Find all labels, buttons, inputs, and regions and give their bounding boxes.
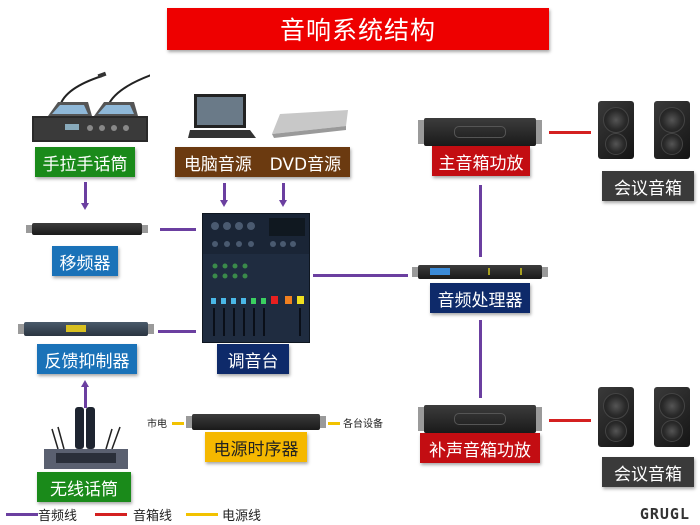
legend-swatch-power [186, 513, 219, 516]
audio-line [282, 183, 285, 201]
audio-line [313, 274, 408, 277]
mixer-device [202, 213, 310, 343]
speakers-top-label: 会议音箱 [602, 171, 694, 201]
gooseneck-mic-icon [32, 71, 155, 142]
legend-swatch-speaker [95, 513, 128, 516]
laptop-device [188, 92, 258, 140]
fill-amp-label: 补声音箱功放 [420, 433, 540, 463]
feedback-suppressor-label: 反馈抑制器 [37, 344, 137, 374]
feedback-suppressor-device [18, 322, 154, 336]
audio-line [158, 330, 196, 333]
legend-label-power: 电源线 [222, 509, 262, 524]
legend-label-speaker: 音箱线 [133, 509, 173, 524]
speaker-cone-icon [603, 393, 629, 419]
audio-line [84, 182, 87, 204]
mixer-console-icon [203, 214, 309, 336]
pc-source-label: 电脑音源 [183, 154, 252, 175]
speaker-cone-icon [659, 393, 685, 419]
main-amp-device [418, 118, 542, 146]
speaker-cone-icon [659, 107, 685, 133]
power-line [172, 422, 184, 425]
speaker-cone-icon [605, 420, 627, 442]
brand-logo: GRUGL [639, 505, 690, 523]
fill-amp-device [418, 405, 542, 433]
speaker-left-top [598, 101, 634, 159]
speaker-line [549, 131, 591, 134]
speaker-line [549, 419, 591, 422]
speaker-cone-icon [661, 420, 683, 442]
all-devices-power-label: 各台设备 [343, 419, 383, 430]
power-sequencer-label: 电源时序器 [205, 432, 307, 462]
legend-item-speaker: 音箱线 [95, 505, 172, 524]
legend-swatch-audio [6, 513, 38, 516]
speaker-cone-icon [605, 133, 627, 155]
dvd-player-icon [272, 110, 348, 138]
diagram-title: 音响系统结构 [167, 8, 549, 50]
arrow-down-icon [81, 203, 89, 210]
speaker-cone-icon [603, 107, 629, 133]
main-amp-label: 主音箱功放 [432, 146, 530, 176]
sources-label-bar: 电脑音源 DVD音源 [175, 147, 350, 177]
mixer-label: 调音台 [217, 344, 289, 374]
arrow-up-icon [81, 380, 89, 387]
speakers-bottom-label: 会议音箱 [602, 457, 694, 487]
arrow-down-icon [220, 200, 228, 207]
arrow-down-icon [279, 200, 287, 207]
legend: 音频线 音箱线 电源线 [6, 505, 261, 524]
wireless-mic-device [40, 405, 132, 475]
speaker-cone-icon [661, 133, 683, 155]
laptop-icon [188, 94, 256, 138]
legend-label-audio: 音频线 [38, 509, 78, 524]
audio-processor-device [412, 265, 548, 279]
frequency-shifter-label: 移频器 [52, 246, 118, 276]
power-sequencer-device [186, 414, 326, 430]
audio-line [479, 320, 482, 398]
dvd-source-label: DVD音源 [269, 154, 342, 175]
wireless-microphone-icon [44, 407, 128, 469]
power-line [328, 422, 340, 425]
frequency-shifter-device [26, 223, 148, 235]
wireless-mic-label: 无线话筒 [37, 472, 131, 502]
audio-line [223, 183, 226, 201]
legend-item-audio: 音频线 [6, 505, 77, 524]
legend-item-power: 电源线 [186, 505, 261, 524]
mains-power-label: 市电 [147, 419, 167, 430]
dvd-device [270, 108, 350, 138]
audio-processor-label: 音频处理器 [430, 283, 530, 313]
speaker-left-bottom [598, 387, 634, 447]
audio-line [479, 185, 482, 257]
handheld-mic-label: 手拉手话筒 [35, 147, 135, 177]
speaker-right-top [654, 101, 690, 159]
speaker-right-bottom [654, 387, 690, 447]
audio-line [160, 228, 196, 231]
conference-mic-device [30, 68, 155, 148]
audio-line [84, 386, 87, 408]
